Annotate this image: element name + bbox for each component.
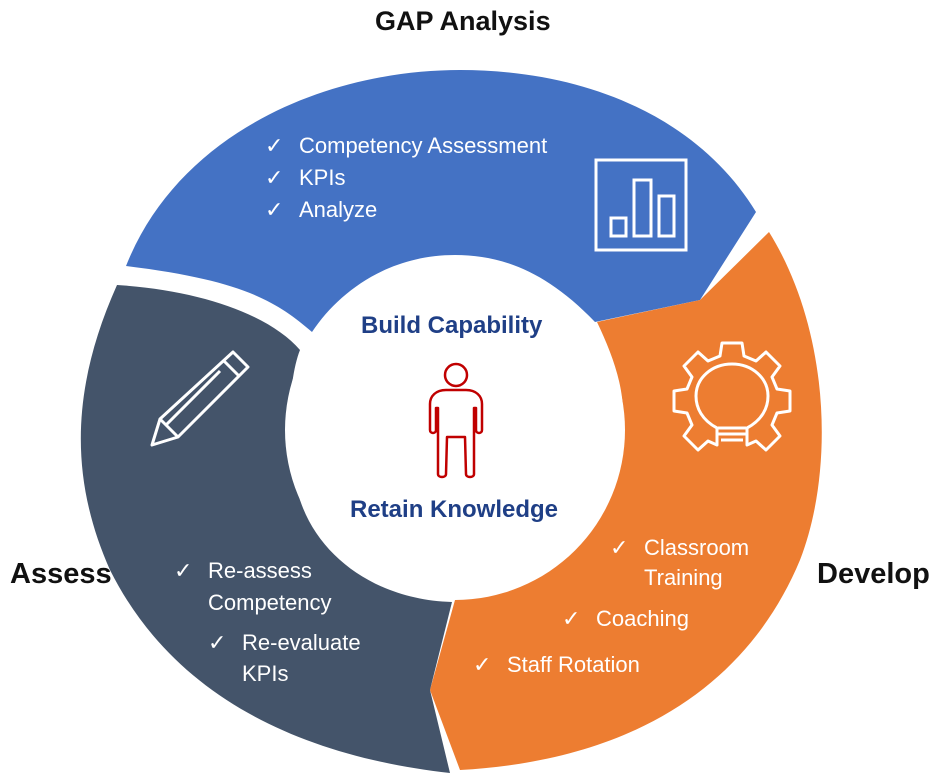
- center-circle: [285, 260, 625, 600]
- assess-item-label-continued: KPIs: [242, 661, 289, 686]
- gap-item-label: KPIs: [299, 165, 346, 190]
- check-icon: ✓: [265, 197, 284, 222]
- check-icon: ✓: [473, 652, 492, 677]
- list-item: ✓ Analyze: [265, 195, 377, 224]
- develop-title: Develop: [817, 558, 930, 590]
- retain-knowledge-text: Retain Knowledge: [350, 496, 559, 523]
- check-icon: ✓: [174, 558, 193, 583]
- bar-chart-icon: [594, 158, 688, 252]
- develop-item-label-continued: Training: [644, 565, 723, 590]
- develop-item-label: Staff Rotation: [507, 652, 640, 677]
- list-item: ✓ Re-assess: [174, 556, 312, 585]
- person-icon: [428, 362, 484, 479]
- check-icon: ✓: [562, 606, 581, 631]
- assess-item-label-continued: Competency: [208, 590, 332, 615]
- check-icon: ✓: [610, 535, 629, 560]
- gap-analysis-title: GAP Analysis: [375, 6, 551, 36]
- list-item: ✓ Coaching: [562, 604, 689, 633]
- gap-item-label: Analyze: [299, 197, 378, 222]
- build-capability-text: Build Capability: [361, 312, 543, 339]
- lightbulb-gear-icon: [672, 341, 792, 452]
- list-item: ✓ Staff Rotation: [473, 650, 640, 679]
- assess-item-label: Re-assess: [208, 558, 312, 583]
- list-item: ✓ KPIs: [265, 163, 345, 192]
- develop-segment: [430, 232, 822, 770]
- list-item: ✓ Re-evaluate: [208, 628, 361, 657]
- check-icon: ✓: [265, 133, 284, 158]
- assess-item-label: Re-evaluate: [242, 630, 361, 655]
- check-icon: ✓: [265, 165, 284, 190]
- develop-item-label: Classroom: [644, 535, 750, 560]
- gap-analysis-segment: [126, 70, 756, 332]
- assess-title: Assess: [10, 558, 112, 590]
- check-icon: ✓: [208, 630, 227, 655]
- pencil-icon: [150, 350, 250, 447]
- gap-item-label: Competency Assessment: [299, 133, 548, 158]
- list-item: ✓ Competency Assessment: [265, 131, 547, 160]
- list-item: ✓ Classroom: [610, 533, 749, 562]
- develop-item-label: Coaching: [596, 606, 689, 631]
